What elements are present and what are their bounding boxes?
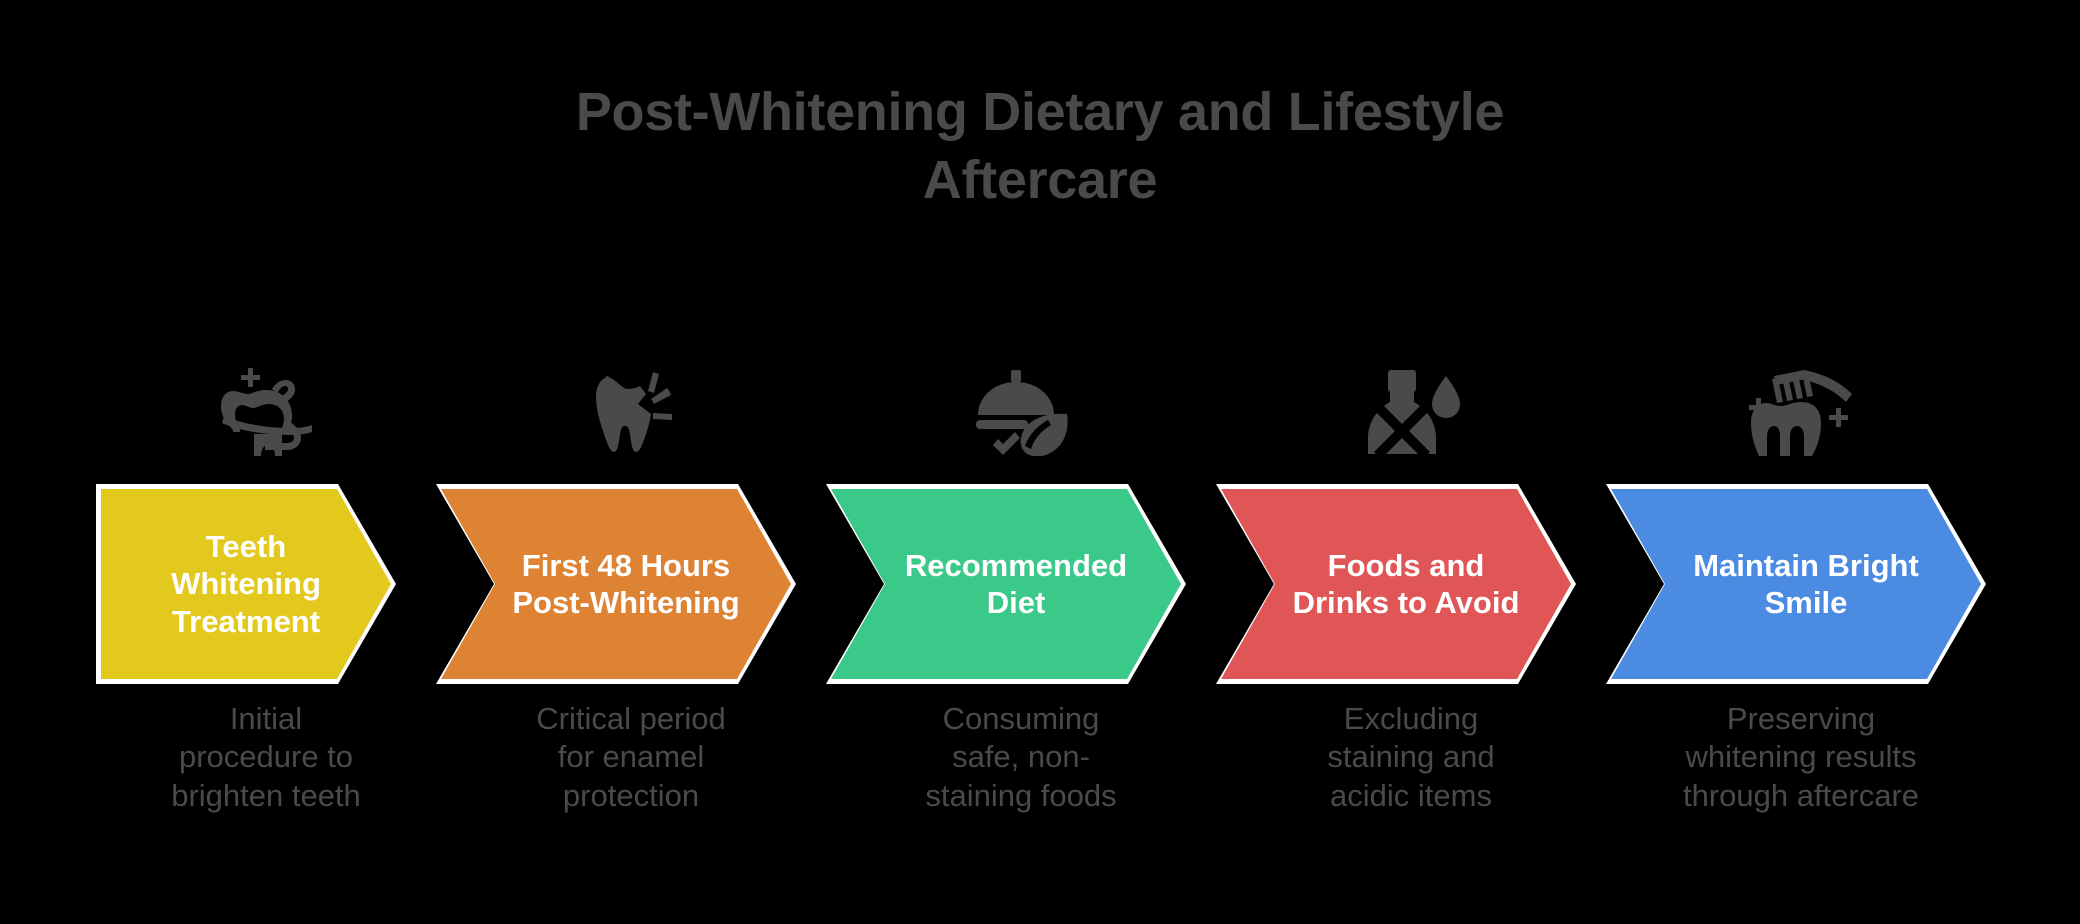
chevron-step-2[interactable]: First 48 Hours Post-Whitening bbox=[436, 484, 796, 684]
chevron-label: Foods and Drinks to Avoid bbox=[1292, 547, 1520, 620]
chevron-label: First 48 Hours Post-Whitening bbox=[512, 547, 740, 620]
chevron-fill: Foods and Drinks to Avoid bbox=[1221, 489, 1571, 679]
chevron-fill: Teeth Whitening Treatment bbox=[101, 489, 391, 679]
chevron-fill: Maintain Bright Smile bbox=[1611, 489, 1981, 679]
chevron-label: Maintain Bright Smile bbox=[1693, 547, 1919, 620]
chevron-step-4[interactable]: Foods and Drinks to Avoid bbox=[1216, 484, 1576, 684]
chevron-fill: First 48 Hours Post-Whitening bbox=[441, 489, 791, 679]
process-step-4: Foods and Drinks to Avoid Excluding stai… bbox=[1216, 0, 1606, 924]
step-caption: Excluding staining and acidic items bbox=[1327, 701, 1495, 813]
process-step-3: Recommended Diet Consuming safe, non- st… bbox=[826, 0, 1216, 924]
process-step-1: Teeth Whitening Treatment Initial proced… bbox=[96, 0, 436, 924]
chevron-fill: Recommended Diet bbox=[831, 489, 1181, 679]
step-caption: Consuming safe, non- staining foods bbox=[925, 701, 1117, 813]
chevron-step-3[interactable]: Recommended Diet bbox=[826, 484, 1186, 684]
step-caption: Preserving whitening results through aft… bbox=[1682, 701, 1920, 813]
chevron-step-1[interactable]: Teeth Whitening Treatment bbox=[96, 484, 396, 684]
tooth-whitening-sparkle-icon bbox=[96, 352, 436, 456]
chevron-label: Recommended Diet bbox=[904, 547, 1128, 620]
process-step-2: First 48 Hours Post-Whitening Critical p… bbox=[436, 0, 826, 924]
chevron-step-5[interactable]: Maintain Bright Smile bbox=[1606, 484, 1986, 684]
bottle-crossed-out-droplet-icon bbox=[1216, 352, 1606, 456]
chevron-label: Teeth Whitening Treatment bbox=[171, 528, 321, 639]
toothbrush-tooth-sparkle-icon bbox=[1606, 352, 1996, 456]
tooth-shine-icon bbox=[436, 352, 826, 456]
step-caption: Critical period for enamel protection bbox=[536, 701, 726, 813]
page-title: Post-Whitening Dietary and Lifestyle Aft… bbox=[575, 82, 1505, 211]
food-cloche-leaf-icon bbox=[826, 352, 1216, 456]
step-caption: Initial procedure to brighten teeth bbox=[171, 701, 361, 813]
process-step-5: Maintain Bright Smile Preserving whiteni… bbox=[1606, 0, 1996, 924]
